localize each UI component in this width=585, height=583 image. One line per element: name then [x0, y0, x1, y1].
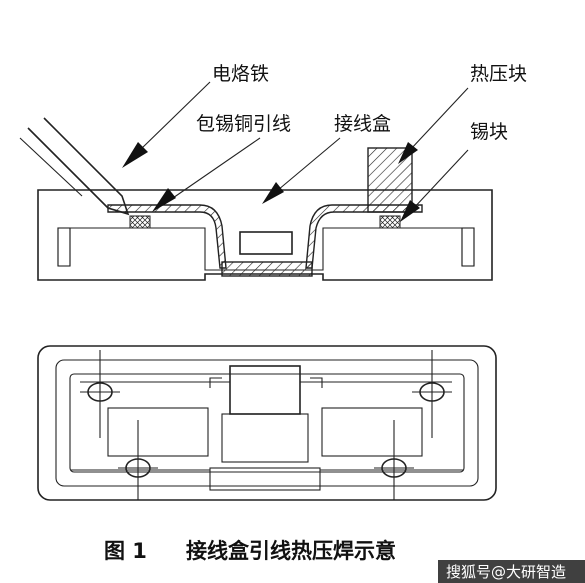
center-base: [221, 261, 313, 277]
label-heat-press-block: 热压块: [470, 63, 527, 85]
plan-inner-box: [55, 359, 479, 487]
plan-left-pad: [107, 407, 209, 457]
watermark: 搜狐号@大研智造: [446, 563, 566, 581]
cross-section-view: [19, 117, 493, 281]
watermark-bg: [438, 560, 585, 583]
caption-title: 接线盒引线热压焊示意: [186, 539, 396, 563]
right-foot: [461, 227, 475, 267]
left-foot: [57, 227, 71, 267]
caption-figure-number: 图 1: [104, 539, 147, 563]
plan-right-pad: [321, 407, 423, 457]
label-coated-copper-lead: 包锡铜引线: [196, 113, 291, 135]
label-soldering-iron: 电烙铁: [212, 63, 269, 85]
plan-view: [37, 345, 497, 501]
center-component: [239, 231, 293, 255]
plan-center-component: [229, 365, 301, 415]
copper-lead: [107, 204, 227, 269]
plan-outer-box: [37, 345, 497, 501]
soldering-iron: [19, 117, 130, 216]
housing-outline: [37, 189, 493, 281]
tin-block-left: [129, 215, 151, 229]
leader-lines: [122, 81, 469, 222]
label-tin-block: 锡块: [470, 121, 508, 143]
tin-block-right: [379, 215, 401, 229]
label-junction-box: 接线盒: [334, 113, 391, 135]
